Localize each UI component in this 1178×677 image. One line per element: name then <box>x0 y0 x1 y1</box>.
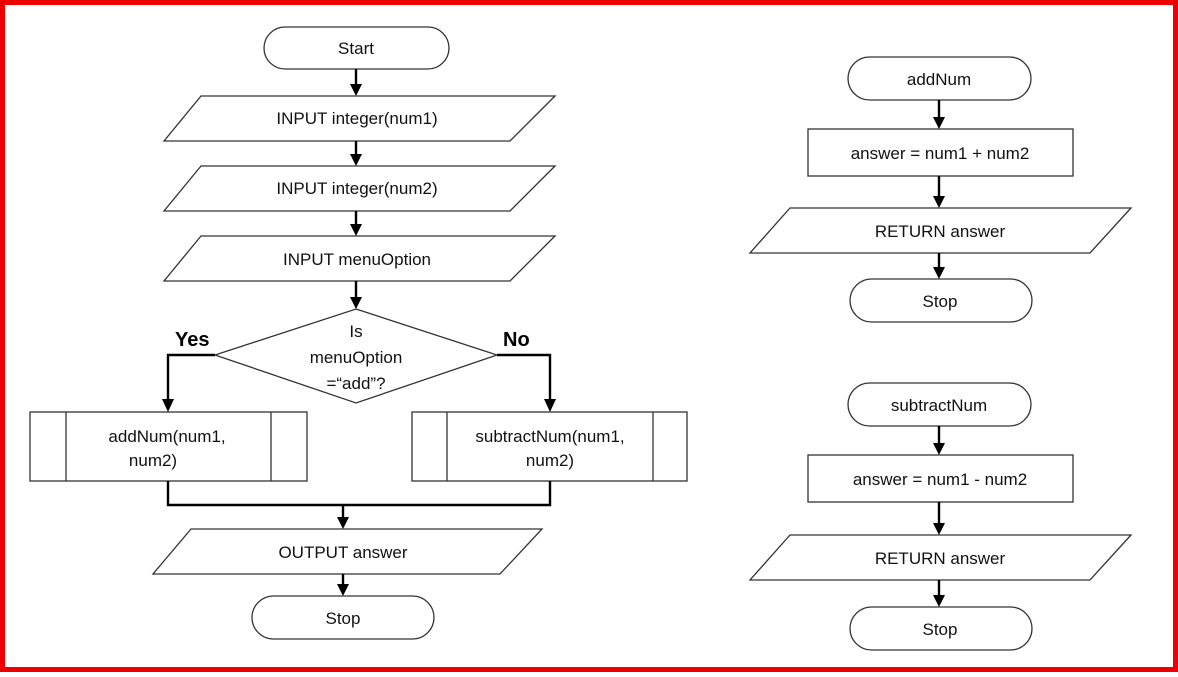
arrow-output-to-stop <box>337 574 349 596</box>
call-subtractnum-line1: subtractNum(num1, <box>475 427 624 446</box>
input-menu-label: INPUT menuOption <box>283 250 431 269</box>
decision-diamond: Is menuOption =“add”? <box>212 308 500 404</box>
arrow-subtractnum-to-process <box>933 426 945 455</box>
arrow-input-num2-to-input-menu <box>350 211 362 236</box>
addnum-name-label: addNum <box>907 70 971 89</box>
merge-connector <box>166 481 552 529</box>
addnum-terminator: addNum <box>847 56 1032 101</box>
arrow-subtractnum-process-to-return <box>933 502 945 535</box>
arrow-subtractnum-return-to-stop <box>933 580 945 607</box>
no-label: No <box>503 329 530 351</box>
main-stop-terminator: Stop <box>251 595 435 640</box>
arrow-input-num1-to-input-num2 <box>350 141 362 166</box>
subtractnum-stop-terminator: Stop <box>849 606 1033 651</box>
arrow-input-menu-to-decision <box>350 281 362 309</box>
subtractnum-stop-label: Stop <box>923 620 958 639</box>
arrow-start-to-input-num1 <box>350 69 362 96</box>
arrow-yes-branch <box>162 353 215 412</box>
subtractnum-process-label: answer = num1 - num2 <box>853 470 1027 489</box>
addnum-stop-label: Stop <box>923 292 958 311</box>
subtractnum-return-label: RETURN answer <box>875 549 1006 568</box>
arrow-addnum-process-to-return <box>933 176 945 208</box>
output-answer-parallelogram: OUTPUT answer <box>151 528 544 575</box>
input-num2-label: INPUT integer(num2) <box>276 179 437 198</box>
main-stop-label: Stop <box>326 609 361 628</box>
subtractnum-name-label: subtractNum <box>891 396 987 415</box>
subtractnum-process-box: answer = num1 - num2 <box>807 454 1074 503</box>
addnum-return-parallelogram: RETURN answer <box>748 207 1133 254</box>
arrow-addnum-to-process <box>933 100 945 129</box>
call-addnum-subroutine: addNum(num1, num2) <box>29 411 308 482</box>
input-num1-parallelogram: INPUT integer(num1) <box>162 95 557 142</box>
decision-line2: menuOption <box>310 348 403 367</box>
addnum-stop-terminator: Stop <box>849 278 1033 323</box>
subtractnum-return-parallelogram: RETURN answer <box>748 534 1133 581</box>
addnum-return-label: RETURN answer <box>875 222 1006 241</box>
flowchart-canvas: Start INPUT integer(num1) INPUT integer(… <box>29 26 1133 651</box>
call-addnum-line1: addNum(num1, <box>108 427 225 446</box>
output-answer-label: OUTPUT answer <box>278 543 407 562</box>
call-addnum-line2: num2) <box>129 451 177 470</box>
arrow-addnum-return-to-stop <box>933 253 945 279</box>
call-subtractnum-subroutine: subtractNum(num1, num2) <box>411 411 688 482</box>
input-num1-label: INPUT integer(num1) <box>276 109 437 128</box>
yes-label: Yes <box>175 329 209 351</box>
start-terminator: Start <box>263 26 450 70</box>
addnum-process-box: answer = num1 + num2 <box>807 128 1074 177</box>
addnum-process-label: answer = num1 + num2 <box>851 144 1030 163</box>
input-num2-parallelogram: INPUT integer(num2) <box>162 165 557 212</box>
decision-line3: =“add”? <box>326 374 385 393</box>
subtractnum-terminator: subtractNum <box>847 382 1032 427</box>
call-subtractnum-line2: num2) <box>526 451 574 470</box>
input-menu-parallelogram: INPUT menuOption <box>162 235 557 282</box>
arrow-no-branch <box>497 353 556 412</box>
start-label: Start <box>338 39 374 58</box>
decision-line1: Is <box>349 322 362 341</box>
